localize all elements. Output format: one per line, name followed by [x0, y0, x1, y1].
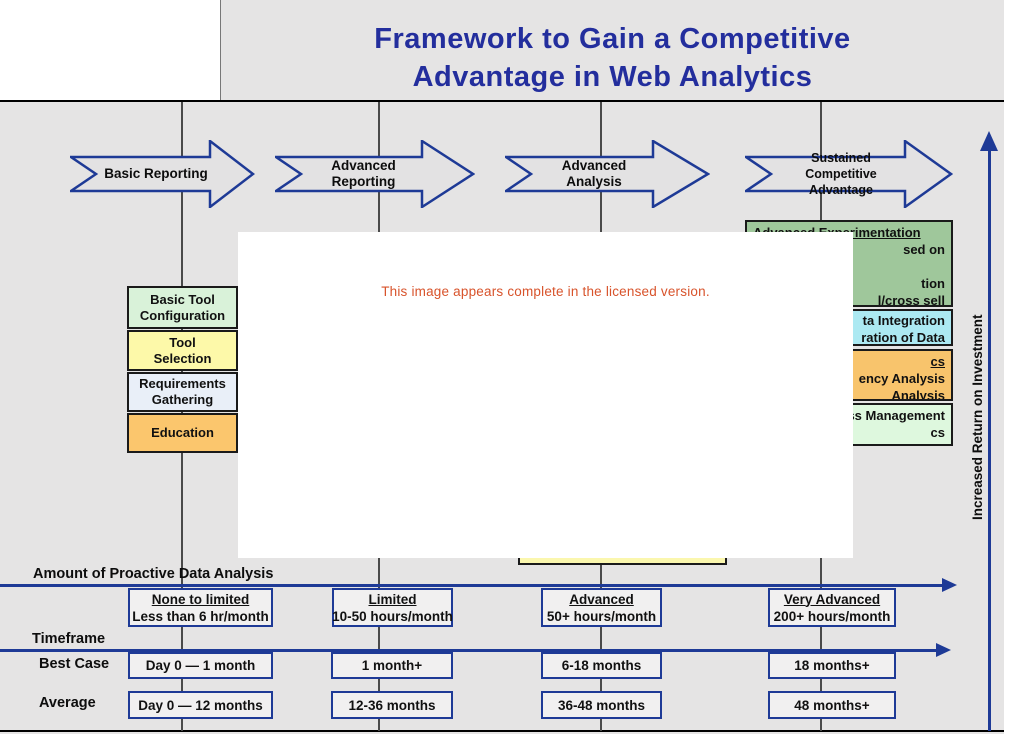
box-text-line: Gathering [151, 392, 214, 407]
box-basic-tool-configuration: Basic Tool Configuration [127, 286, 238, 329]
level-name: Limited [368, 591, 417, 607]
arrow-shape [745, 140, 953, 208]
timeframe-value: Day 0 — 12 months [138, 697, 263, 713]
box-text-line: ta Integration [862, 313, 945, 328]
level-hours: 50+ hours/month [546, 608, 657, 624]
best-case-label: Best Case [39, 656, 110, 672]
box-text-line: Configuration [139, 307, 226, 323]
arrow-shape [70, 140, 255, 208]
timeframe-value: Day 0 — 1 month [145, 658, 256, 673]
box-text-line: Analysis [891, 388, 945, 401]
best-case-box-2: 1 month+ [331, 652, 453, 679]
stage-label-line1: Sustained Competitive [805, 151, 877, 181]
timeframe-value: 6-18 months [561, 658, 642, 673]
level-hours: Less than 6 hr/month [132, 608, 269, 624]
box-education: Education [127, 413, 238, 453]
level-name: Advanced [569, 591, 634, 607]
stage-label: Basic Reporting [104, 166, 208, 181]
average-box-4: 48 months+ [768, 691, 896, 719]
average-box-3: 36-48 months [541, 691, 662, 719]
box-text-line: ency Analysis [858, 371, 945, 386]
box-text-line: ss Management [847, 408, 945, 423]
page-title: Framework to Gain a Competitive Advantag… [215, 20, 1010, 96]
roi-axis-line [988, 146, 991, 731]
stage-arrow-sustained-advantage: Sustained Competitive Advantage [745, 140, 953, 208]
arrow-shape [275, 140, 475, 208]
level-hours: 200+ hours/month [773, 608, 891, 624]
bottom-border-line [0, 730, 1004, 732]
roi-axis-label: Increased Return on Investment [970, 314, 985, 520]
timeframe-axis-label: Timeframe [32, 631, 106, 647]
best-case-box-4: 18 months+ [768, 652, 896, 679]
box-text-line: l/cross sell [877, 293, 945, 307]
box-text-line: ration of Data [861, 330, 945, 345]
top-left-white-band [0, 0, 221, 100]
box-text-line: sed on [903, 242, 945, 257]
timeframe-value: 1 month+ [361, 658, 423, 673]
box-text-line: Education [151, 425, 214, 440]
analysis-axis-label: Amount of Proactive Data Analysis [33, 566, 274, 582]
licensed-version-overlay: This image appears complete in the licen… [238, 232, 853, 558]
average-label: Average [39, 695, 96, 711]
level-name: Very Advanced [783, 591, 881, 607]
box-requirements-gathering: Requirements Gathering [127, 372, 238, 412]
analysis-axis-line [0, 584, 944, 587]
stage-label: Advanced Analysis [561, 158, 627, 189]
level-box-none-to-limited: None to limited Less than 6 hr/month [128, 588, 273, 627]
arrow-shape [505, 140, 710, 208]
box-text-line: Selection [153, 350, 212, 366]
level-box-advanced: Advanced 50+ hours/month [541, 588, 662, 627]
timeframe-axis-line [0, 649, 938, 652]
licensed-version-message: This image appears complete in the licen… [381, 284, 710, 299]
box-header: cs [930, 354, 945, 369]
level-box-limited: Limited 10-50 hours/month [332, 588, 453, 627]
box-text-line: Basic Tool [150, 291, 215, 307]
box-text-line: cs [930, 425, 945, 440]
stage-arrow-basic-reporting: Basic Reporting [70, 140, 255, 208]
timeframe-value: 12-36 months [348, 697, 436, 713]
header-divider-line [0, 100, 1004, 102]
stage-label: Advanced Reporting [331, 158, 396, 189]
stage-arrow-advanced-reporting: Advanced Reporting [275, 140, 475, 208]
average-box-1: Day 0 — 12 months [128, 691, 273, 719]
timeframe-axis-arrowhead-icon [936, 643, 951, 657]
box-tool-selection: Tool Selection [127, 330, 238, 371]
box-text-line: tion [921, 276, 945, 291]
right-white-margin [1004, 0, 1010, 734]
page-title-line2: Advantage in Web Analytics [412, 61, 813, 93]
best-case-box-1: Day 0 — 1 month [128, 652, 273, 679]
box-text-line: Requirements [139, 376, 226, 391]
box-text-line: Tool [169, 334, 196, 350]
average-box-2: 12-36 months [331, 691, 453, 719]
timeframe-value: 36-48 months [557, 697, 646, 713]
level-hours: 10-50 hours/month [332, 608, 453, 624]
timeframe-value: 18 months+ [794, 658, 870, 673]
roi-axis-arrowhead-icon [980, 131, 998, 151]
best-case-box-3: 6-18 months [541, 652, 662, 679]
level-box-very-advanced: Very Advanced 200+ hours/month [768, 588, 896, 627]
analysis-axis-arrowhead-icon [942, 578, 957, 592]
stage-label-line2: Advantage [809, 183, 873, 197]
timeframe-value: 48 months+ [794, 697, 870, 713]
page-title-line1: Framework to Gain a Competitive [374, 23, 851, 55]
stage-arrow-advanced-analysis: Advanced Analysis [505, 140, 710, 208]
level-name: None to limited [151, 591, 250, 607]
